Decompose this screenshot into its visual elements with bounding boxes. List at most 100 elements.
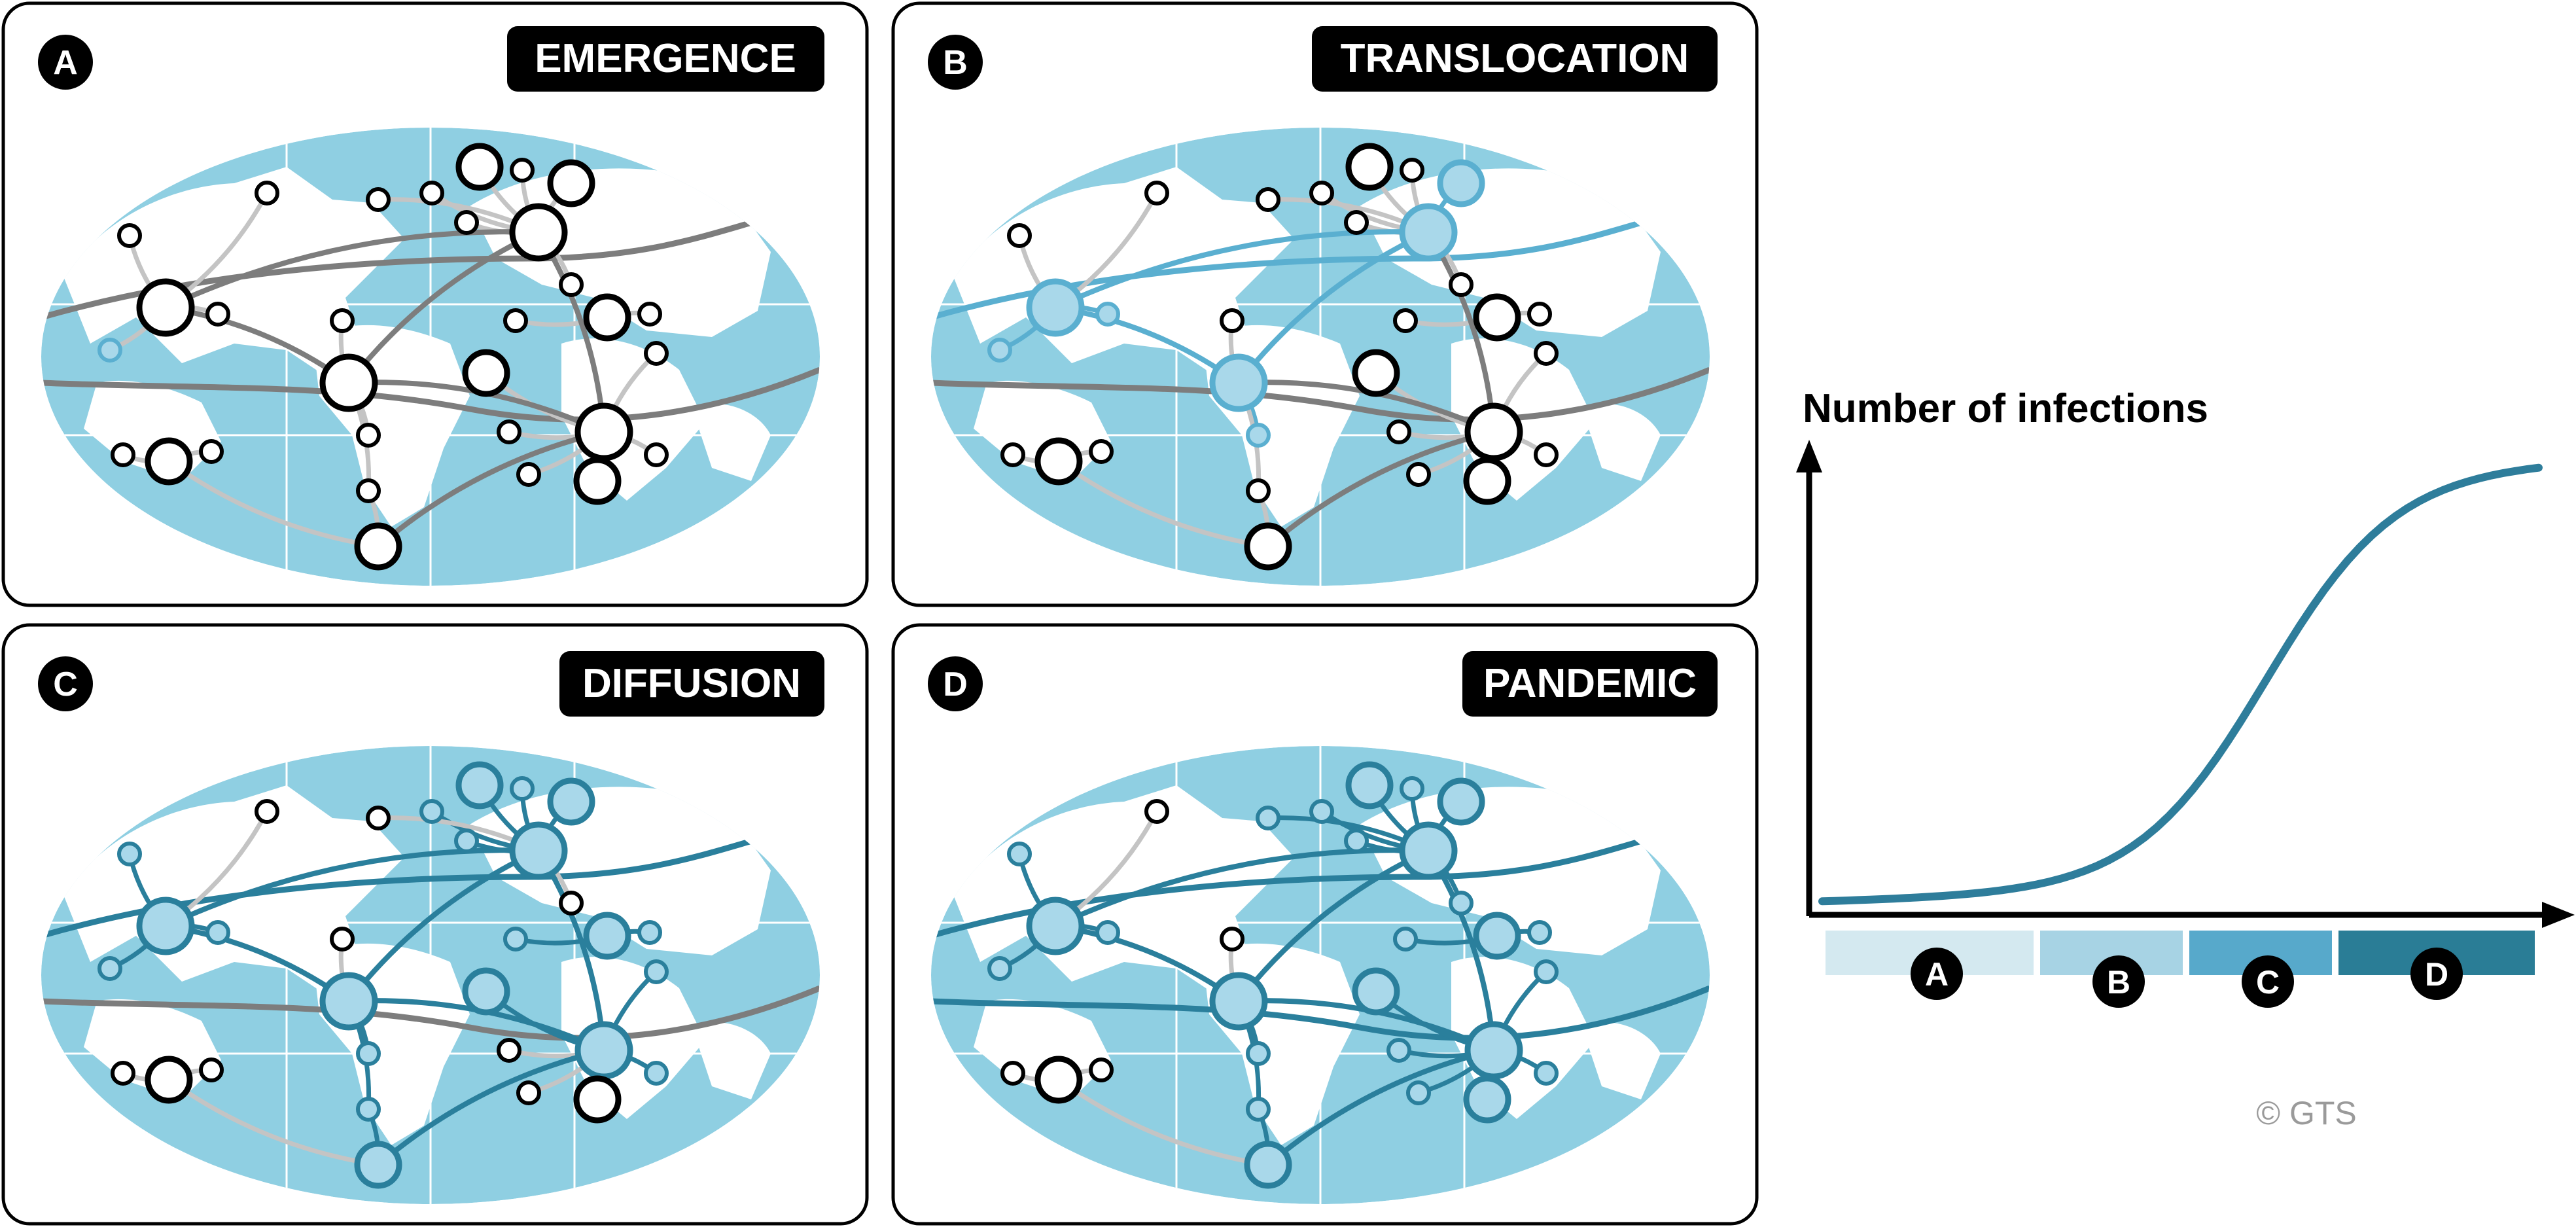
city-node-small (1534, 1061, 1559, 1086)
city-node-small (1400, 776, 1424, 801)
phase-badge-c (2242, 955, 2294, 1008)
city-node-small (1393, 927, 1418, 951)
globe-map (931, 746, 1710, 1204)
network-link (1236, 230, 1431, 385)
city-node-small (1246, 423, 1271, 448)
city-node-small (1007, 842, 1032, 866)
network-link (1265, 429, 1496, 549)
globe-map (41, 128, 820, 586)
panel-letter: A (53, 44, 78, 82)
city-node-small (1386, 1038, 1411, 1063)
panel-letter: D (943, 666, 968, 703)
city-node-small (1406, 462, 1431, 487)
city-node-small (199, 439, 224, 464)
panel-title-badge (1462, 651, 1718, 717)
city-node-large (136, 897, 195, 955)
city-node-large (1034, 1056, 1083, 1104)
city-node-small (366, 187, 391, 212)
city-node-small (1256, 806, 1280, 830)
city-node-large (1437, 159, 1485, 207)
city-node-small (205, 302, 230, 327)
phase-badge-b (2092, 955, 2145, 1008)
panel-letter-badge (38, 35, 93, 90)
city-node-large (462, 349, 510, 397)
city-node-small (503, 927, 528, 951)
city-node-large (509, 821, 568, 880)
globe-map (41, 746, 820, 1204)
panel-title-badge (1312, 26, 1718, 92)
city-node-small (330, 927, 355, 951)
phase-badge-a (1911, 948, 1963, 1000)
city-node-large (1473, 293, 1521, 342)
network-link (163, 847, 541, 929)
panel-b: B TRANSLOCATION (891, 1, 1759, 607)
city-node-small (454, 828, 479, 853)
city-node-large (1345, 143, 1394, 191)
city-node-large (1209, 972, 1268, 1031)
city-node-large (1026, 278, 1085, 337)
city-node-small (1000, 1061, 1025, 1086)
city-node-large (319, 972, 378, 1031)
infection-curve (1818, 463, 2543, 906)
city-node-small (637, 302, 662, 327)
network-link (1236, 848, 1431, 1004)
city-node-large (1352, 349, 1400, 397)
city-node-large (1399, 821, 1458, 880)
city-node-small (1344, 828, 1369, 853)
city-node-large (573, 457, 622, 505)
flight-route (41, 985, 820, 1041)
globe-map (931, 128, 1710, 586)
city-node-small (1309, 181, 1334, 205)
city-node-large (1473, 912, 1521, 960)
city-node-large (455, 143, 504, 191)
city-node-small (117, 223, 142, 248)
city-node-large (462, 967, 510, 1016)
city-node-small (117, 842, 142, 866)
y-axis-label: Number of infections (1803, 386, 2208, 431)
panel-title: PANDEMIC (1483, 661, 1697, 706)
city-node-small (356, 1097, 381, 1122)
city-node-large (354, 1141, 402, 1189)
panel-letter: B (943, 44, 968, 82)
city-node-large (1399, 203, 1458, 262)
city-node-small (1256, 187, 1280, 212)
city-node-large (573, 1075, 622, 1124)
network-link (1265, 1048, 1496, 1167)
network-link (376, 1048, 607, 1167)
panel-letter: C (53, 666, 78, 703)
city-node-small (987, 956, 1012, 981)
city-node-large (1463, 457, 1511, 505)
network-link (1053, 229, 1431, 310)
continent (692, 404, 771, 481)
city-node-large (319, 353, 378, 412)
city-node-large (547, 159, 595, 207)
city-node-large (1244, 1141, 1292, 1189)
city-node-small (497, 1038, 521, 1063)
panel-a: A EMERGENCE (1, 1, 869, 607)
city-node-small (97, 338, 122, 363)
city-node-small (1406, 1080, 1431, 1105)
phase-label-c: C (2256, 964, 2280, 1001)
city-node-small (644, 1061, 669, 1086)
city-node-small (1449, 891, 1473, 916)
city-node-small (356, 1041, 381, 1066)
city-node-large (509, 203, 568, 262)
panel-title: DIFFUSION (582, 661, 801, 706)
city-node-small (1007, 223, 1032, 248)
city-node-small (454, 210, 479, 235)
network-link (346, 848, 541, 1004)
city-node-large (574, 1021, 633, 1080)
flight-route (931, 366, 1710, 423)
city-node-small (1144, 799, 1169, 824)
city-node-small (644, 959, 669, 984)
city-node-small (503, 308, 528, 333)
y-axis-arrowhead (1796, 440, 1822, 472)
city-node-small (1246, 1097, 1271, 1122)
city-node-large (455, 761, 504, 809)
city-node-small (1220, 308, 1244, 333)
continent (692, 1022, 771, 1099)
city-node-small (1393, 308, 1418, 333)
continent (1582, 1022, 1661, 1099)
city-node-large (583, 293, 631, 342)
city-node-small (255, 799, 279, 824)
